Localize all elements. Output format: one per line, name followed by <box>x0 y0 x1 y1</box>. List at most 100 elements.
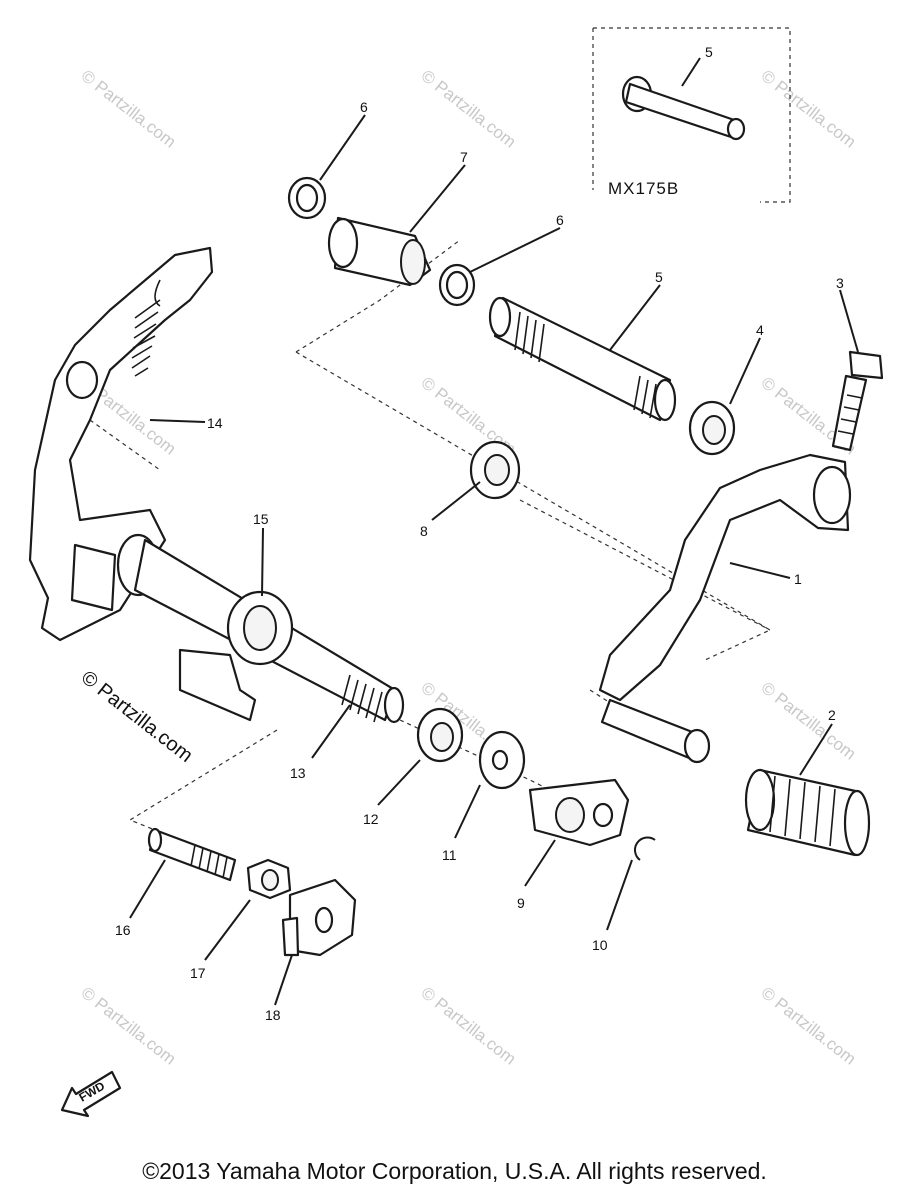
bolt-3-thread <box>837 394 863 435</box>
guide-line <box>295 239 461 353</box>
callout-14: 14 <box>207 415 223 431</box>
inset-label: MX175B <box>608 179 679 198</box>
leader-3 <box>839 289 859 353</box>
inset-mx175b: 5 MX175B <box>592 27 791 203</box>
leader-9 <box>524 839 556 887</box>
callout-5: 5 <box>655 269 663 285</box>
callout-11: 11 <box>442 847 457 863</box>
callout-7: 7 <box>460 149 468 165</box>
leader-10 <box>606 859 633 931</box>
callout-8: 8 <box>420 523 428 539</box>
shift-shaft-13-tip <box>383 686 405 724</box>
shift-pedal-1 <box>598 453 850 702</box>
shift-arm <box>28 246 214 642</box>
callout-10: 10 <box>592 937 608 953</box>
lock-plate-18-tab <box>281 916 300 957</box>
washer-6-top-hole <box>295 183 319 213</box>
stud-16-end <box>147 827 163 853</box>
shift-arm-bracket <box>70 543 117 612</box>
leader-6a <box>319 114 366 181</box>
nut-17-hole <box>261 869 279 891</box>
leader-11 <box>454 784 481 839</box>
shaft-5-end <box>488 296 512 338</box>
callout-18: 18 <box>265 1007 281 1023</box>
spring-14 <box>131 279 161 377</box>
copyright-notice: ©2013 Yamaha Motor Corporation, U.S.A. A… <box>142 1158 767 1184</box>
link-9-hole <box>555 797 585 833</box>
callout-1: 1 <box>794 571 802 587</box>
inset-shaft <box>624 82 742 140</box>
watermark: © Partzilla.com <box>758 678 860 764</box>
callout-6-top: 6 <box>360 99 368 115</box>
guide-line <box>128 729 278 841</box>
leader-18 <box>274 954 293 1006</box>
leader-8 <box>431 481 481 521</box>
leader-1 <box>729 562 791 579</box>
leader-2 <box>799 723 833 776</box>
shift-pedal-1-clamp <box>812 465 852 525</box>
callout-15: 15 <box>253 511 269 527</box>
link-9-pin-hole <box>592 802 614 828</box>
watermark: © Partzilla.com <box>758 66 860 152</box>
inset-leader <box>681 57 701 87</box>
bolt-3-shank <box>831 374 868 452</box>
collar-7-bore <box>400 239 426 285</box>
pedal-rubber-2-ribs <box>769 775 836 847</box>
callout-12: 12 <box>363 811 379 827</box>
leader-6b <box>469 227 561 273</box>
washer-11-hole <box>491 749 509 771</box>
leader-12 <box>377 759 421 806</box>
stud-16-thread <box>190 844 228 879</box>
circlip-10 <box>634 836 656 861</box>
lock-plate-18-hole <box>314 906 334 934</box>
leader-4 <box>729 337 761 405</box>
guide-line <box>519 499 771 631</box>
guide-line <box>295 351 772 661</box>
watermark: © Partzilla.com <box>758 983 860 1069</box>
watermark: © Partzilla.com <box>418 983 520 1069</box>
leader-17 <box>204 899 251 961</box>
leader-5 <box>609 284 661 351</box>
callout-16: 16 <box>115 922 131 938</box>
callout-4: 4 <box>756 322 764 338</box>
inset-shaft-end <box>726 117 746 141</box>
guide-line <box>89 419 161 471</box>
collar-7-face <box>327 217 359 269</box>
leader-16 <box>129 859 166 919</box>
watermark: © Partzilla.com <box>418 66 520 152</box>
watermark-prominent: © Partzilla.com <box>77 667 197 767</box>
callout-numbers: 6 7 6 5 4 3 1 2 8 14 15 13 12 11 9 10 16… <box>115 99 844 1023</box>
callout-leaders <box>129 114 859 1006</box>
leader-13 <box>311 704 351 759</box>
watermark-layer: © Partzilla.com © Partzilla.com © Partzi… <box>77 66 860 1069</box>
inset-border <box>592 27 791 203</box>
collar-15-bore <box>243 605 277 651</box>
watermark: © Partzilla.com <box>78 66 180 152</box>
fwd-arrow-shape <box>60 1070 122 1118</box>
callout-5-inset: 5 <box>705 44 713 60</box>
shift-arm-pivot <box>65 360 99 400</box>
shift-shaft-13-splines <box>341 674 383 723</box>
shift-pedal-1-peg-end <box>683 728 711 764</box>
bolt-3-head <box>848 350 884 380</box>
leader-14 <box>149 419 206 423</box>
callout-17: 17 <box>190 965 206 981</box>
callout-9: 9 <box>517 895 525 911</box>
callout-6-lower: 6 <box>556 212 564 228</box>
callout-2: 2 <box>828 707 836 723</box>
pedal-rubber-2-face <box>843 789 871 857</box>
shaft-5-tip <box>653 378 677 422</box>
callout-3: 3 <box>836 275 844 291</box>
bushing-8-bore <box>484 454 510 486</box>
shift-shaft-fork <box>178 648 257 722</box>
fwd-arrow: FWD <box>60 1070 122 1118</box>
oil-seal-4-lip <box>702 415 726 445</box>
washer-6-lower-hole <box>445 270 469 300</box>
watermark: © Partzilla.com <box>78 983 180 1069</box>
seal-12-lip <box>430 722 454 752</box>
pedal-rubber-2-end <box>744 768 776 832</box>
leader-15 <box>261 527 264 597</box>
shaft-5-splines <box>514 311 657 419</box>
callout-13: 13 <box>290 765 306 781</box>
